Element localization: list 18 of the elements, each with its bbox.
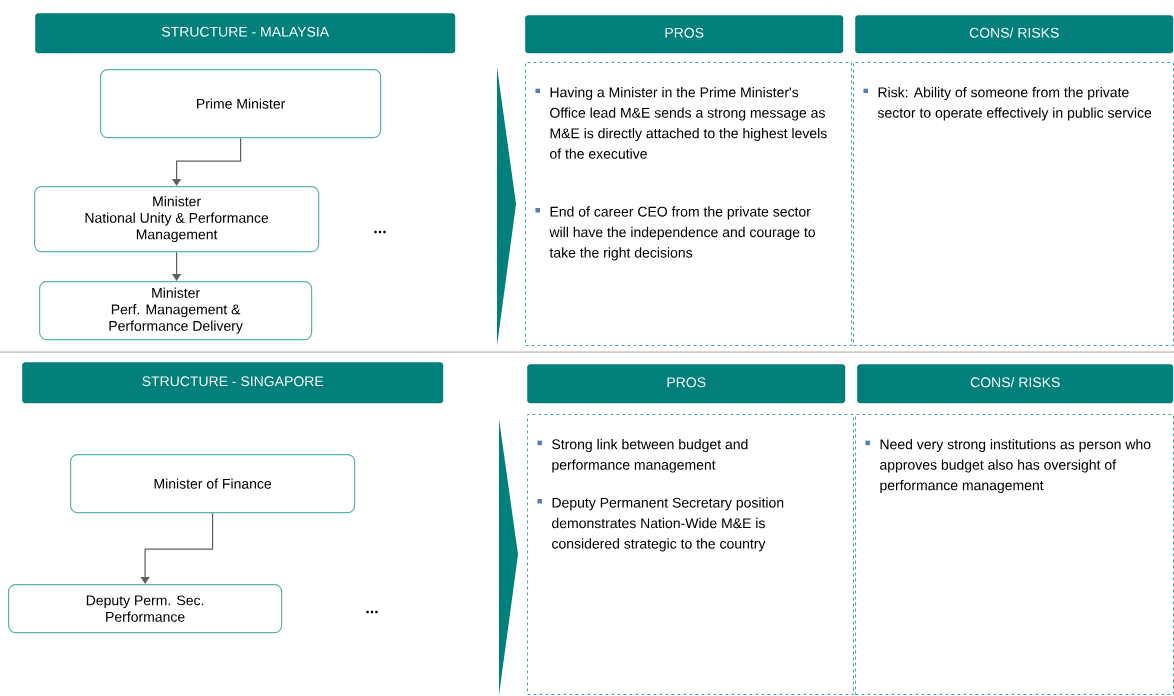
header-bar: STRUCTURE - SINGAPORE	[22, 362, 444, 404]
ellipsis: ...	[366, 610, 378, 614]
header-bar: PROS	[525, 15, 844, 54]
arrow	[140, 512, 214, 584]
org-box: Prime Minister	[100, 69, 382, 139]
header-bar: STRUCTURE - MALAYSIA	[35, 13, 456, 54]
ellipsis: ...	[374, 230, 386, 234]
org-box: Minister National Unity & Performance Management	[34, 186, 320, 253]
text-panel: Need very strong institutions as person who approves budget also has oversight of performance management	[855, 414, 1174, 695]
text-panel: Risk: Ability of someone from the private sector to operate effectively in public service	[853, 62, 1174, 346]
header-bar: PROS	[527, 364, 846, 404]
text-panel: Strong link between budget and performance management Deputy Permanent Secretary position demonstrates Nation-Wide M&E is considered strategic to the country	[527, 414, 854, 695]
org-box: Minister of Finance	[70, 454, 356, 514]
org-box: Minister Perf. Management & Performance Delivery	[39, 281, 313, 341]
header-bar: CONS/ RISKS	[857, 364, 1174, 404]
org-box: Deputy Perm. Sec. Performance	[8, 584, 283, 634]
header-bar: CONS/ RISKS	[855, 15, 1174, 54]
text-panel: Having a Minister in the Prime Minister's Office lead M&E sends a strong message as M&E is directly attached to the highest levels of the executive End of career CEO from the private sector will have the independence and courage to take the right decisions	[525, 62, 852, 346]
